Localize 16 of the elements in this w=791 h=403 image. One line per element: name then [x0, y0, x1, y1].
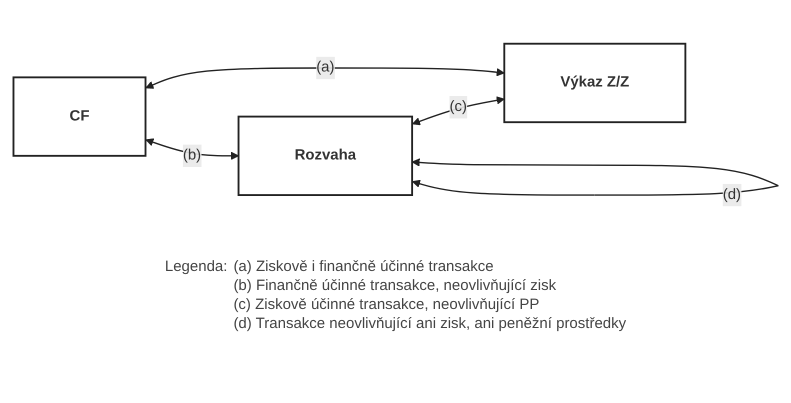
arrow: [145, 138, 238, 160]
arrow: [144, 67, 504, 89]
node-box: Rozvaha: [237, 116, 413, 196]
node-box: CF: [12, 76, 146, 157]
edge-label: (d): [722, 186, 741, 203]
edge-label: (c): [448, 98, 466, 115]
legend-text: (a) Ziskově i finančně účinné transakce: [233, 258, 495, 275]
arrow: [411, 158, 778, 196]
legend-text: (b) Finančně účinné transakce, neovlivňující zisk: [233, 277, 558, 294]
legend-heading: Legenda:: [164, 258, 228, 275]
arrow: [412, 96, 504, 126]
legend-text: (c) Ziskově účinné transakce, neovlivňující PP: [233, 296, 540, 313]
edge-label: (b): [182, 147, 201, 164]
legend-text: (d) Transakce neovlivňující ani zisk, ani peněžní prostředky: [233, 315, 626, 332]
edge-label: (a): [316, 60, 334, 76]
node-box: Výkaz Z/Z: [502, 42, 686, 124]
